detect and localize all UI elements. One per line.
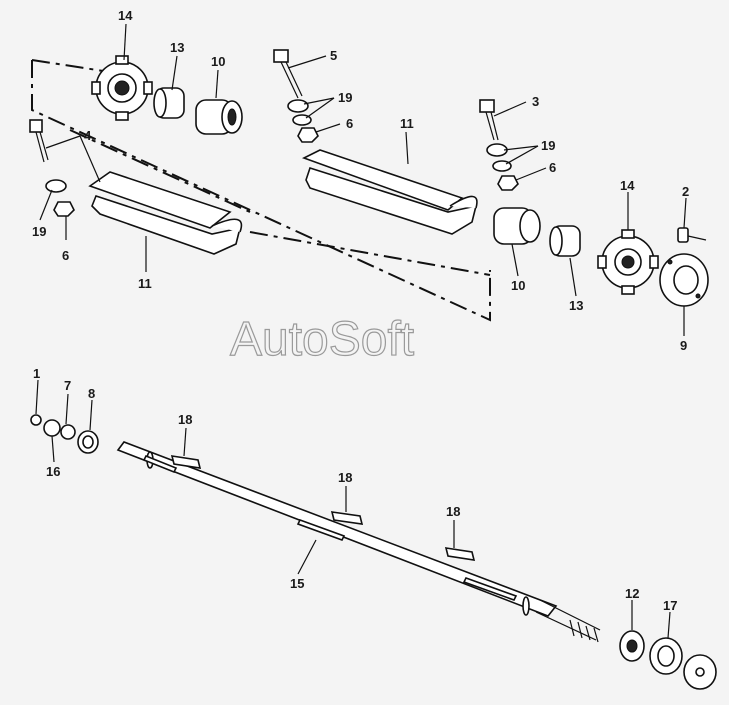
assembly-outline (31, 59, 491, 322)
bolt-2 (677, 227, 707, 243)
label-19-right: 19 (541, 138, 555, 153)
label-18-middle: 18 (338, 470, 352, 485)
bushing-upper-left (153, 87, 185, 119)
label-13-lower: 13 (569, 298, 583, 313)
end-washer (683, 654, 717, 690)
label-11-right: 11 (400, 116, 414, 131)
bushing-lower-right (549, 225, 581, 257)
bearing-12 (619, 630, 645, 662)
label-15: 15 (290, 576, 304, 591)
bolt-4-group (29, 119, 75, 217)
label-5: 5 (330, 48, 337, 63)
flange-bushing-lower-right (493, 207, 541, 245)
label-1: 1 (33, 366, 40, 381)
sprocket-lower-right (597, 229, 659, 295)
bearing-17 (649, 637, 683, 675)
label-9: 9 (680, 338, 687, 353)
flange-bushing-upper-left (195, 99, 243, 135)
sprocket-upper-left (91, 55, 153, 121)
label-2: 2 (682, 184, 689, 199)
label-8: 8 (88, 386, 95, 401)
label-6-upper-middle: 6 (346, 116, 353, 131)
label-7: 7 (64, 378, 71, 393)
watermark-text: AutoSoft (230, 313, 414, 366)
label-18-left: 18 (178, 412, 192, 427)
label-4: 4 (84, 128, 92, 143)
label-6-right: 6 (549, 160, 556, 175)
label-10-lower: 10 (511, 278, 525, 293)
part-number-labels: 14 13 10 5 19 6 3 11 19 6 4 19 6 11 14 2… (32, 8, 689, 613)
flange-9 (659, 253, 709, 307)
label-19-upper-middle: 19 (338, 90, 352, 105)
label-6-left: 6 (62, 248, 69, 263)
bolt-5-group (273, 49, 319, 143)
label-12: 12 (625, 586, 639, 601)
label-13-upper: 13 (170, 40, 184, 55)
label-14-lower: 14 (620, 178, 635, 193)
main-shaft-15 (116, 441, 601, 643)
shaft-left-small-parts (30, 414, 99, 454)
keys-18 (170, 455, 476, 561)
label-3: 3 (532, 94, 539, 109)
label-19-left: 19 (32, 224, 46, 239)
label-17: 17 (663, 598, 677, 613)
trough-11-right (301, 149, 478, 235)
label-10-upper: 10 (211, 54, 225, 69)
leader-lines (35, 23, 687, 639)
label-18-right: 18 (446, 504, 460, 519)
label-11-left: 11 (138, 276, 152, 291)
label-16: 16 (46, 464, 60, 479)
label-14-upper: 14 (118, 8, 133, 23)
trough-11-left (88, 171, 243, 255)
